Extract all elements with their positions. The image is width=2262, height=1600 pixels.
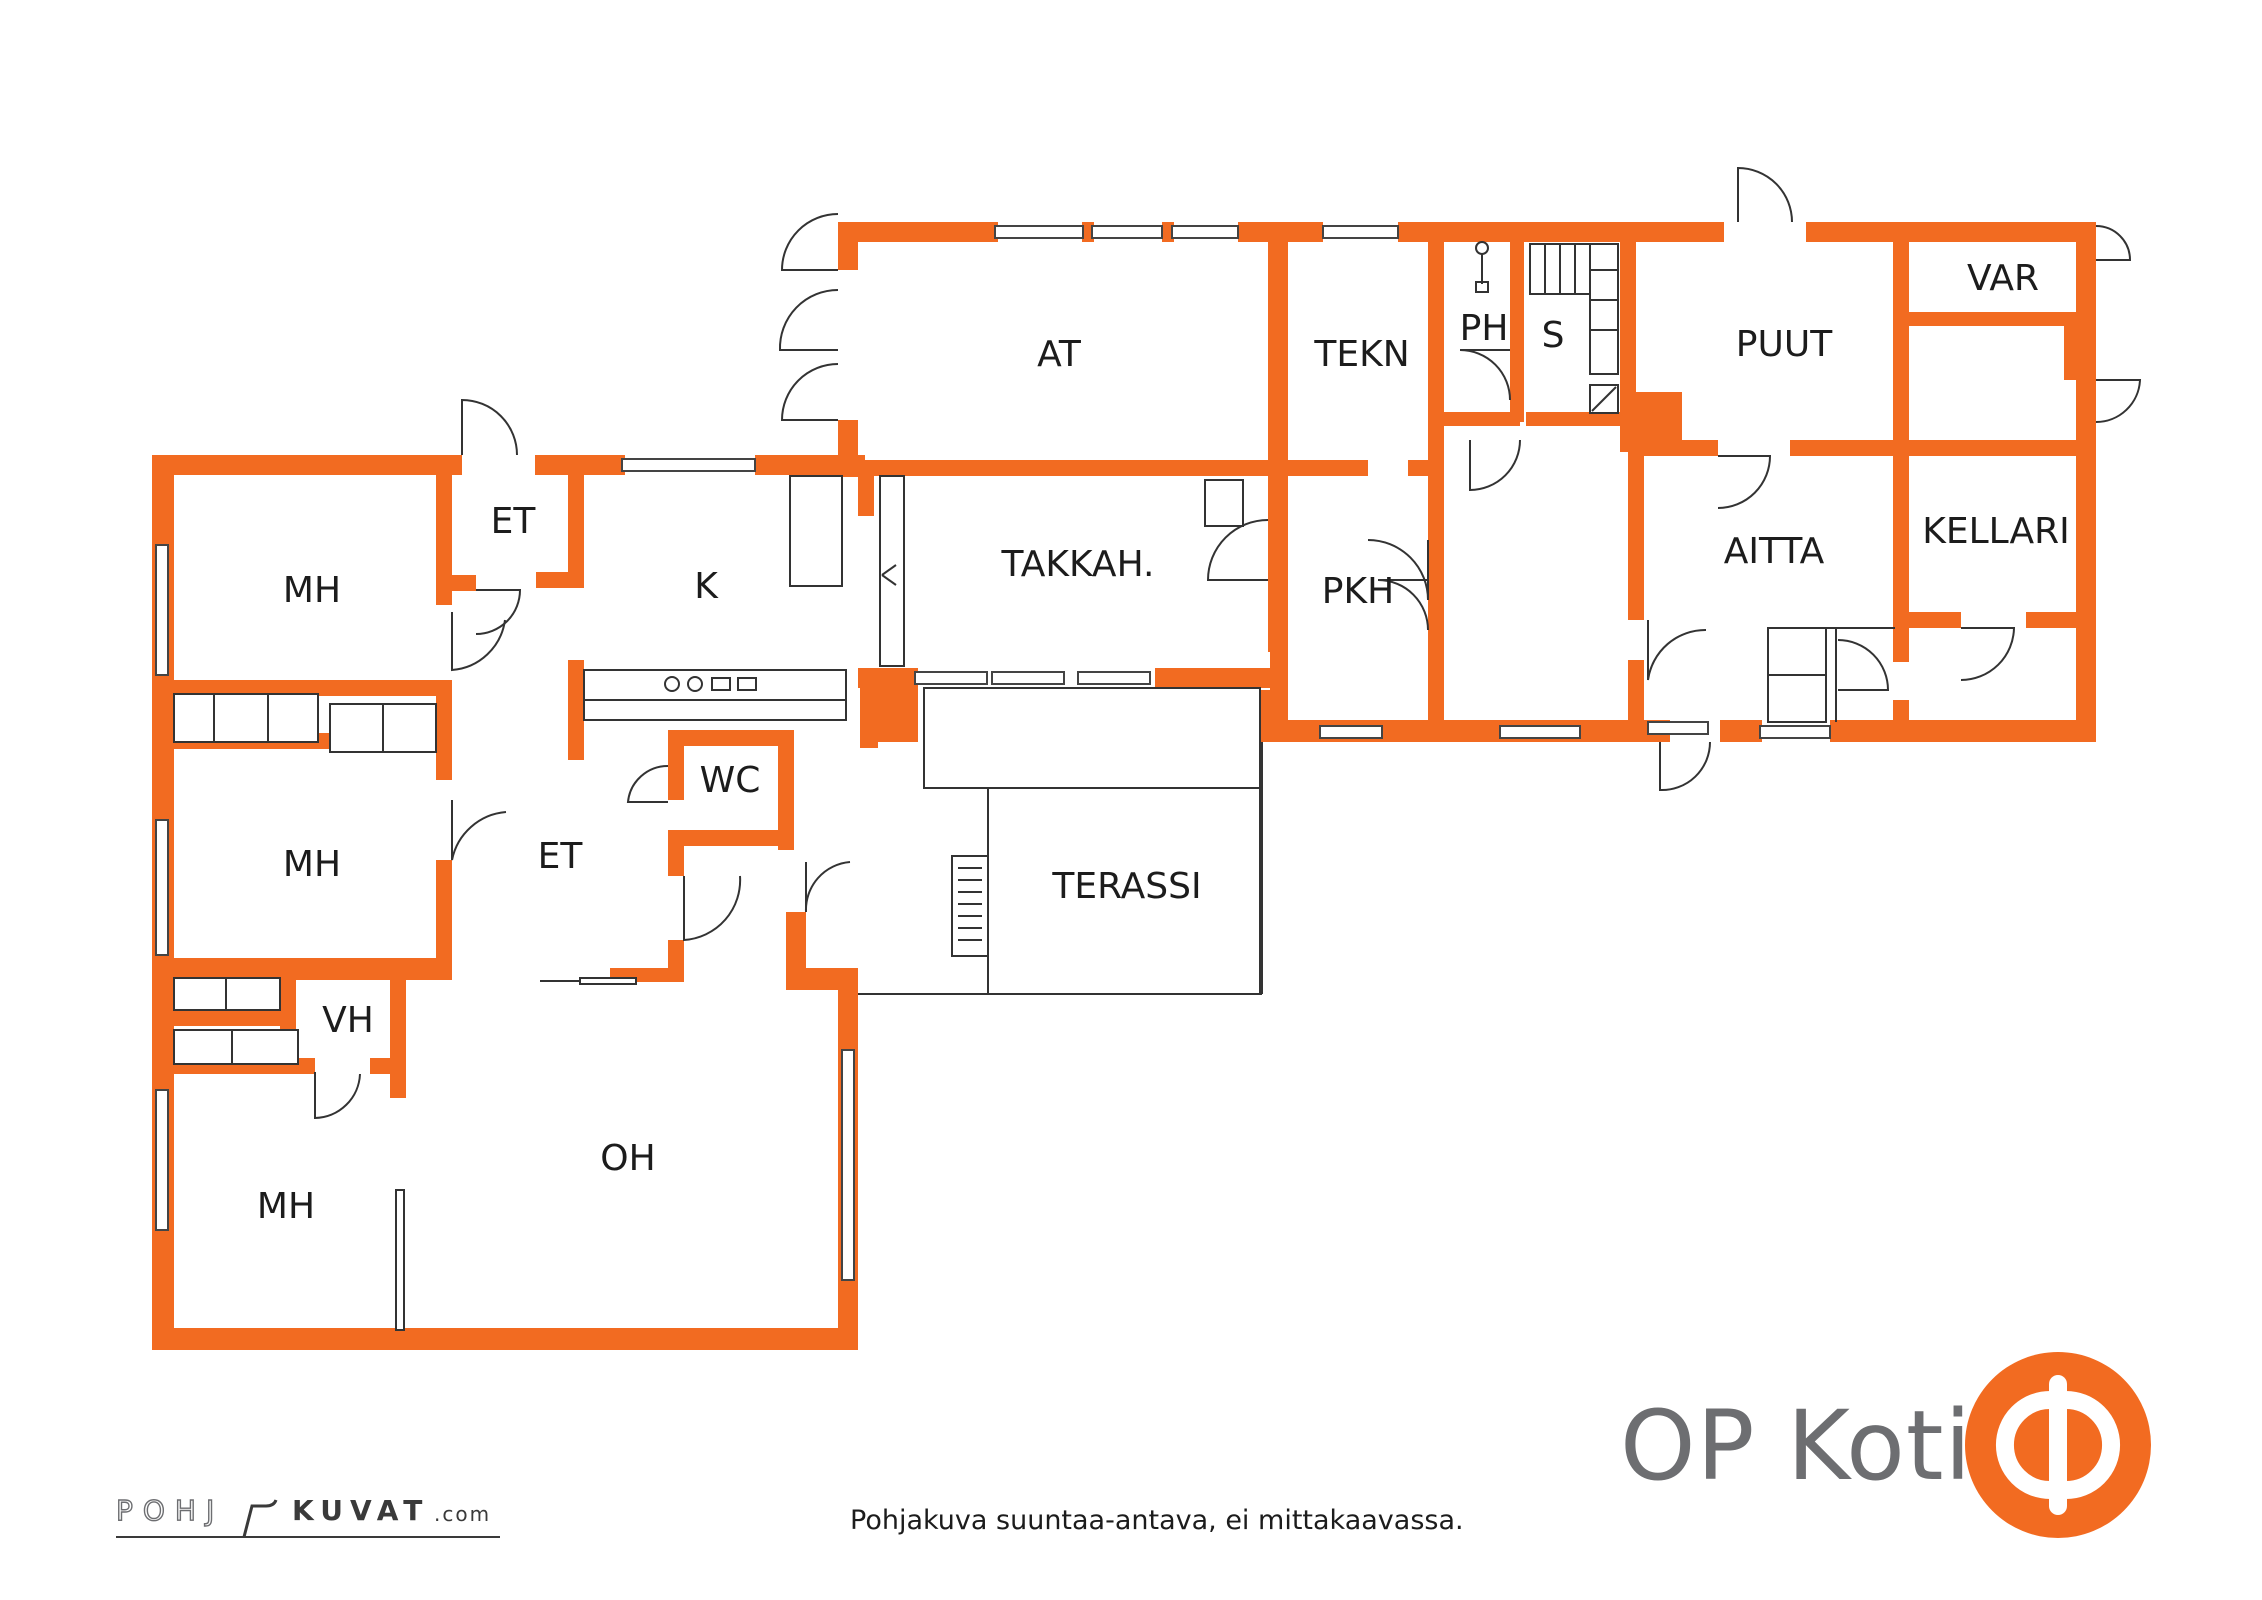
room-label-s: S	[1542, 315, 1565, 356]
room-label-et-main: ET	[538, 836, 584, 877]
room-label-puut: PUUT	[1736, 324, 1833, 365]
room-label-wc: WC	[700, 760, 761, 801]
logo-part-com: .com	[434, 1502, 492, 1526]
logo-part-pohj: POHJ	[115, 1493, 225, 1527]
room-label-oh: OH	[600, 1138, 655, 1179]
doors	[314, 166, 2142, 1120]
logo-part-kuvat: KUVAT	[292, 1494, 430, 1527]
fixtures	[173, 241, 1895, 1331]
room-label-mh2: MH	[283, 844, 341, 885]
room-label-tekn: TEKN	[1313, 334, 1409, 375]
room-label-mh3: MH	[257, 1186, 315, 1227]
room-label-ph: PH	[1460, 308, 1509, 349]
brand-name: OP Koti	[1620, 1390, 1973, 1502]
room-label-takkah: TAKKAH.	[1001, 544, 1155, 585]
windows	[155, 225, 1831, 1281]
room-label-terassi: TERASSI	[1051, 866, 1201, 907]
room-label-at: AT	[1037, 334, 1082, 375]
room-label-kellari: KELLARI	[1922, 511, 2070, 552]
footer-logo-graphic	[116, 1499, 500, 1538]
room-label-k: K	[694, 566, 719, 607]
room-label-vh: VH	[322, 1000, 374, 1041]
room-label-aitta: AITTA	[1724, 531, 1825, 572]
room-label-et-top: ET	[491, 501, 537, 542]
op-circle-logo-icon	[1965, 1352, 2151, 1538]
room-label-var: VAR	[1967, 258, 2039, 299]
room-label-pkh: PKH	[1322, 571, 1394, 612]
north-wing-walls	[838, 222, 2096, 742]
room-label-mh1: MH	[283, 570, 341, 611]
disclaimer-note: Pohjakuva suuntaa-antava, ei mittakaavas…	[850, 1505, 1464, 1536]
room-labels: MH ET K MH ET WC VH MH OH AT TAKKAH. TEK…	[257, 258, 2070, 1227]
pohjakuvat-logo: POHJ KUVAT .com	[115, 1490, 506, 1540]
